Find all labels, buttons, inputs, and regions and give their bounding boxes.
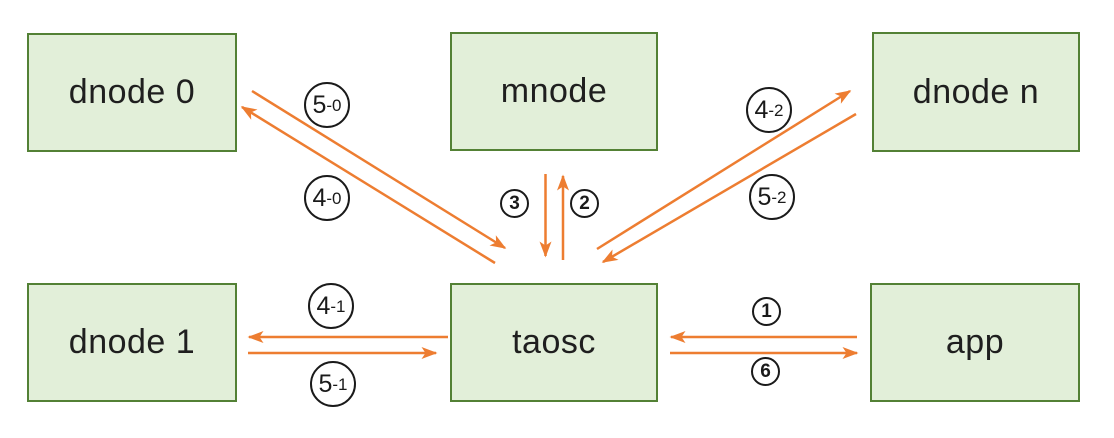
node-dnode-1: dnode 1 [27, 283, 237, 402]
edge-label-5-2-suffix: -2 [771, 187, 787, 207]
edge-label-4-0-suffix: -0 [326, 188, 342, 208]
edge-label-4-1-suffix: -1 [330, 296, 346, 316]
edge-label-1-main: 1 [761, 301, 772, 322]
edge-label-5-1-main: 5 [318, 369, 333, 398]
edge-label-4-2: 4-2 [746, 87, 792, 133]
edge-label-4-1-main: 4 [316, 291, 331, 320]
node-dnode-0-label: dnode 0 [68, 73, 196, 111]
edge-label-5-1: 5-1 [310, 361, 356, 407]
node-mnode-label: mnode [500, 72, 608, 110]
arrow-taosc-to-dnode0 [240, 105, 496, 265]
node-dnode-0: dnode 0 [27, 33, 237, 152]
edge-label-4-0-main: 4 [312, 183, 327, 212]
edge-label-5-1-suffix: -1 [332, 374, 348, 394]
edge-label-3: 3 [500, 189, 529, 218]
edge-label-6-main: 6 [760, 361, 771, 382]
node-taosc-label: taosc [512, 323, 596, 361]
edge-label-6: 6 [751, 357, 780, 386]
edge-label-5-2: 5-2 [749, 174, 795, 220]
node-taosc: taosc [450, 283, 658, 402]
edge-label-2-main: 2 [579, 193, 590, 214]
edge-label-5-0: 5-0 [304, 82, 350, 128]
edge-label-4-0: 4-0 [304, 175, 350, 221]
edge-label-4-2-suffix: -2 [768, 100, 784, 120]
node-dnode-1-label: dnode 1 [68, 323, 196, 361]
edge-label-1: 1 [752, 297, 781, 326]
node-dnode-n: dnode n [872, 32, 1080, 152]
edge-label-4-1: 4-1 [308, 283, 354, 329]
edge-label-3-main: 3 [509, 193, 520, 214]
arrow-dnode0-to-taosc [251, 89, 507, 250]
node-app-label: app [945, 323, 1005, 361]
edge-label-4-2-main: 4 [754, 95, 769, 124]
edge-label-2: 2 [570, 189, 599, 218]
arrow-taosc-to-dnoden [596, 89, 852, 251]
arrow-dnoden-to-taosc [601, 112, 857, 264]
edge-label-5-0-main: 5 [312, 90, 327, 119]
edge-label-5-0-suffix: -0 [326, 95, 342, 115]
node-app: app [870, 283, 1080, 402]
node-mnode: mnode [450, 32, 658, 151]
node-dnode-n-label: dnode n [912, 72, 1040, 111]
edge-label-5-2-main: 5 [757, 182, 772, 211]
